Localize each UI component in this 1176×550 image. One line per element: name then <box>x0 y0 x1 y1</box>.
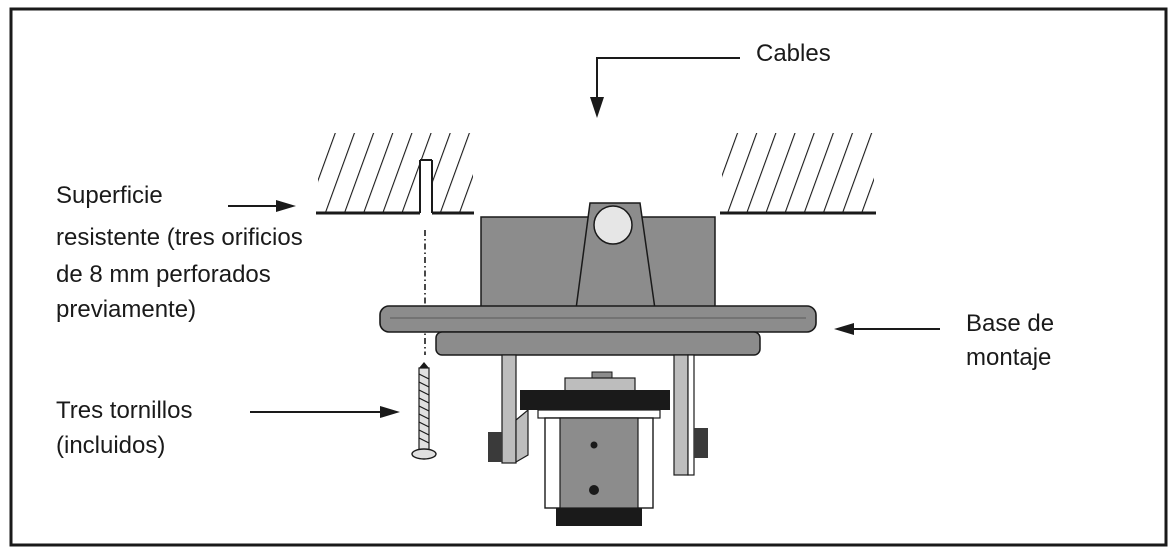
arrow-cables <box>590 57 740 118</box>
label-base-line2: montaje <box>966 344 1052 371</box>
label-surface-line4: previamente) <box>56 296 197 323</box>
arrow-screws <box>250 406 400 418</box>
label-surface-line1: Superficie <box>56 182 163 209</box>
label-screws-line2: (incluidos) <box>56 432 166 459</box>
camera-head <box>520 371 670 526</box>
arrow-surface <box>228 200 296 212</box>
arrow-base <box>834 323 940 335</box>
cable-hole <box>593 205 633 245</box>
label-surface-line2: resistente (tres orificios <box>56 224 303 251</box>
label-screws-line1: Tres tornillos <box>56 397 193 424</box>
label-cables: Cables <box>756 40 831 67</box>
label-surface-line3: de 8 mm perforados <box>56 261 271 288</box>
label-base-line1: Base de <box>966 310 1055 337</box>
screw <box>411 362 437 460</box>
diagram-frame <box>9 7 1168 547</box>
ceiling-surface-right <box>720 133 876 215</box>
mounting-base-plate <box>379 305 817 356</box>
ceiling-surface-left <box>316 133 474 216</box>
support-legs <box>488 354 708 476</box>
